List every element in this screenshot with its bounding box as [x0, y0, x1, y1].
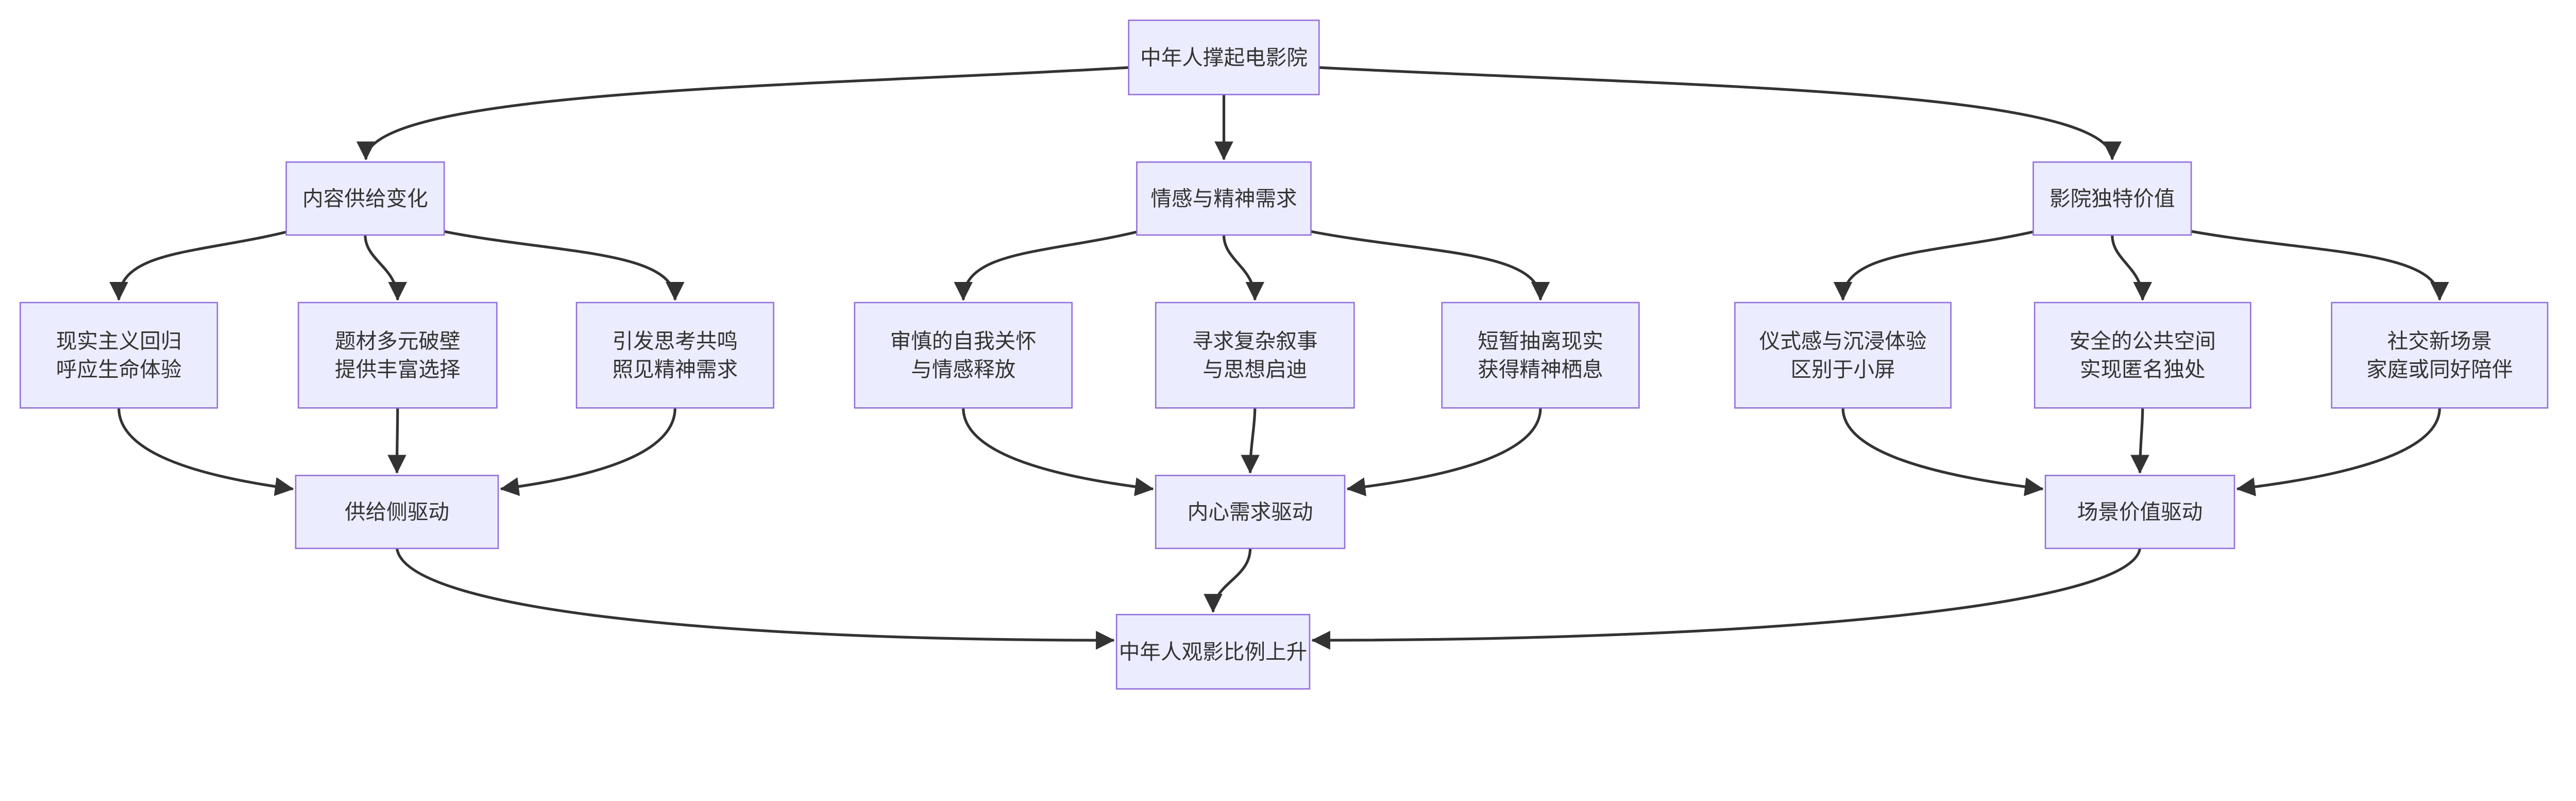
node-box-scene_drive	[2044, 475, 2235, 549]
node-box-ritual	[1734, 302, 1952, 409]
edge-cinema-social	[2181, 228, 2449, 301]
node-label-variety: 题材多元破壁提供丰富选择	[335, 329, 461, 381]
node-label-supply_drive: 供给侧驱动	[345, 500, 449, 524]
node-box-result	[1115, 614, 1311, 690]
edge-emotion-selfcare	[954, 228, 1147, 301]
node-narrative: 寻求复杂叙事与思想启迪	[1155, 302, 1355, 409]
node-label-narrative: 寻求复杂叙事与思想启迪	[1192, 329, 1318, 381]
node-box-need_drive	[1155, 475, 1346, 549]
node-label-ritual: 仪式感与沉浸体验区别于小屏	[1759, 329, 1927, 381]
edge-space-scene_drive	[2130, 408, 2149, 474]
node-label-need_drive: 内心需求驱动	[1188, 500, 1313, 524]
edge-social-scene_drive	[2236, 408, 2441, 496]
node-label-resonance: 引发思考共鸣照见精神需求	[612, 329, 738, 381]
edge-realism-supply_drive	[117, 408, 294, 496]
node-variety: 题材多元破壁提供丰富选择	[297, 302, 498, 409]
node-box-narrative	[1155, 302, 1355, 409]
node-label-supply: 内容供给变化	[302, 187, 428, 210]
node-label-root: 中年人撑起电影院	[1140, 45, 1308, 69]
node-escape: 短暂抽离现实获得精神栖息	[1441, 302, 1640, 409]
edge-escape-need_drive	[1346, 408, 1542, 496]
node-label-result: 中年人观影比例上升	[1119, 640, 1307, 663]
edge-narrative-need_drive	[1241, 408, 1260, 474]
node-label-selfcare: 审慎的自我关怀与情感释放	[890, 329, 1037, 381]
node-box-cinema	[2032, 161, 2192, 236]
flowchart-container: 中年人撑起电影院内容供给变化 情感与精神需求 影院独特价值现实主义回归呼应生命体验 题…	[20, 19, 2549, 690]
edge-selfcare-need_drive	[962, 408, 1154, 496]
node-box-emotion	[1136, 161, 1312, 236]
edge-supply-variety	[364, 235, 408, 301]
node-label-social: 社交新场景家庭或同好陪伴	[2366, 329, 2513, 381]
node-box-variety	[297, 302, 498, 409]
node-label-emotion: 情感与精神需求	[1150, 187, 1297, 210]
node-space: 安全的公共空间实现匿名独处	[2033, 302, 2251, 409]
edge-supply-resonance	[434, 228, 685, 301]
node-ritual: 仪式感与沉浸体验区别于小屏	[1734, 302, 1952, 409]
node-label-cinema: 影院独特价值	[2049, 187, 2175, 210]
node-emotion: 情感与精神需求	[1136, 161, 1312, 236]
node-need_drive: 内心需求驱动	[1155, 475, 1346, 549]
edge-ritual-scene_drive	[1841, 408, 2044, 496]
node-scene_drive: 场景价值驱动	[2044, 475, 2235, 549]
node-selfcare: 审慎的自我关怀与情感释放	[854, 302, 1073, 409]
node-label-realism: 现实主义回归呼应生命体验	[56, 329, 182, 381]
node-supply_drive: 供给侧驱动	[295, 475, 499, 549]
edge-root-supply	[357, 66, 1129, 161]
node-box-selfcare	[854, 302, 1073, 409]
edge-cinema-ritual	[1833, 228, 2043, 301]
edge-scene_drive-result	[1311, 548, 2142, 650]
node-resonance: 引发思考共鸣照见精神需求	[575, 302, 774, 409]
node-result: 中年人观影比例上升	[1115, 614, 1311, 690]
edge-layer	[109, 66, 2449, 650]
node-box-resonance	[575, 302, 774, 409]
edge-supply_drive-result	[395, 548, 1115, 650]
node-label-space: 安全的公共空间实现匿名独处	[2070, 329, 2216, 381]
node-realism: 现实主义回归呼应生命体验	[20, 302, 218, 409]
node-label-escape: 短暂抽离现实获得精神栖息	[1478, 329, 1603, 381]
node-box-escape	[1441, 302, 1640, 409]
node-box-root	[1128, 19, 1320, 95]
node-box-social	[2331, 302, 2549, 409]
edge-supply-realism	[109, 228, 296, 301]
node-label-scene_drive: 场景价值驱动	[2077, 500, 2203, 524]
edge-cinema-space	[2111, 235, 2153, 301]
node-social: 社交新场景家庭或同好陪伴	[2331, 302, 2549, 409]
edge-resonance-supply_drive	[500, 408, 676, 496]
node-supply: 内容供给变化	[285, 161, 445, 236]
node-box-realism	[20, 302, 218, 409]
edge-emotion-escape	[1301, 228, 1550, 301]
node-root: 中年人撑起电影院	[1128, 19, 1320, 95]
node-box-supply_drive	[295, 475, 499, 549]
node-cinema: 影院独特价值	[2032, 161, 2192, 236]
edge-root-cinema	[1319, 66, 2122, 161]
node-box-space	[2033, 302, 2251, 409]
edge-emotion-narrative	[1222, 235, 1265, 301]
node-box-supply	[285, 161, 445, 236]
edge-need_drive-result	[1204, 548, 1252, 613]
